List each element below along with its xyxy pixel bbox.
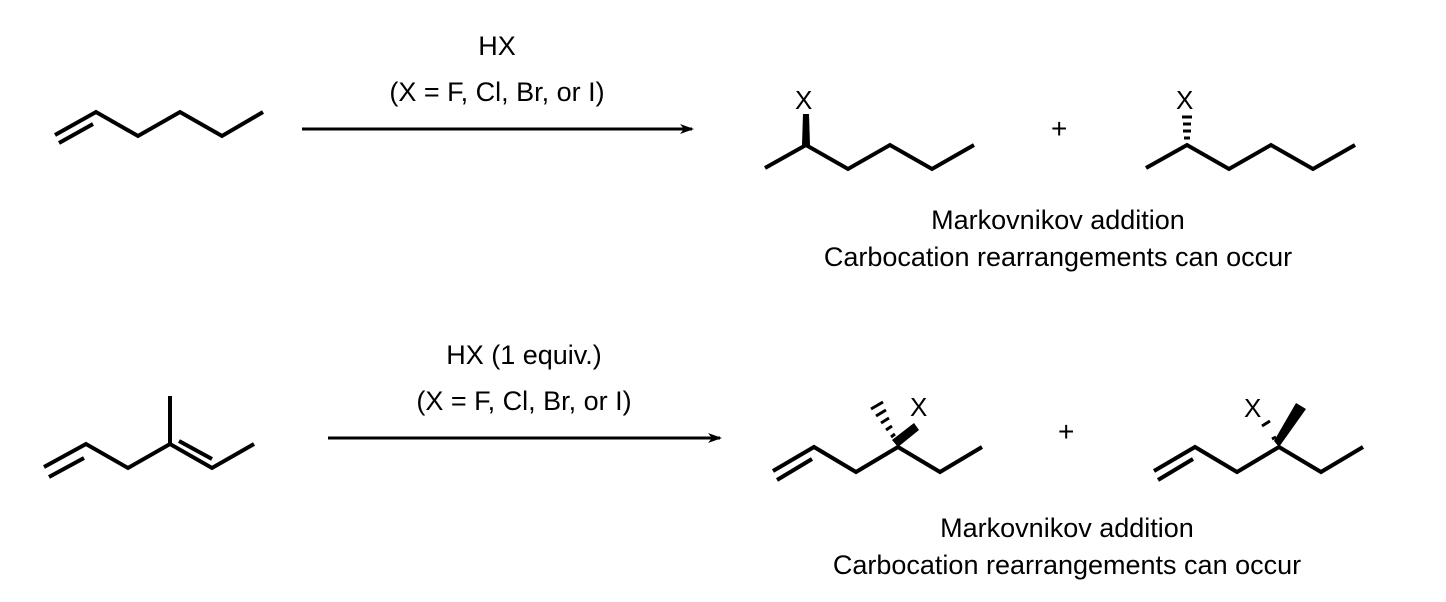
reaction-2-reagent: HX (1 equiv.) bbox=[446, 340, 602, 370]
product-1b-x-label: X bbox=[1176, 85, 1194, 115]
reaction-2-note-line1: Markovnikov addition bbox=[940, 513, 1194, 543]
reaction-2-note-line2: Carbocation rearrangements can occur bbox=[832, 550, 1302, 580]
plus-sign-2: + bbox=[1058, 416, 1075, 447]
reaction-1-conditions: (X = F, Cl, Br, or I) bbox=[389, 77, 605, 107]
product-1a-x-label: X bbox=[795, 85, 813, 115]
reaction-1-note-line2: Carbocation rearrangements can occur bbox=[823, 242, 1293, 272]
product-2b-x-label: X bbox=[1244, 393, 1262, 423]
product-1a-structure bbox=[764, 114, 975, 172]
product-2b-structure bbox=[1152, 403, 1365, 482]
reactant-1-structure bbox=[54, 109, 265, 145]
reaction-2-conditions: (X = F, Cl, Br, or I) bbox=[416, 386, 632, 416]
reaction-1-note-line1: Markovnikov addition bbox=[931, 205, 1185, 235]
product-2a-x-label: X bbox=[910, 392, 928, 422]
product-2a-structure bbox=[771, 400, 984, 482]
reactant-2-structure bbox=[43, 396, 255, 479]
reaction-1-reagent: HX bbox=[478, 31, 516, 61]
plus-sign-1: + bbox=[1051, 113, 1068, 144]
product-1b-structure bbox=[1145, 115, 1356, 172]
